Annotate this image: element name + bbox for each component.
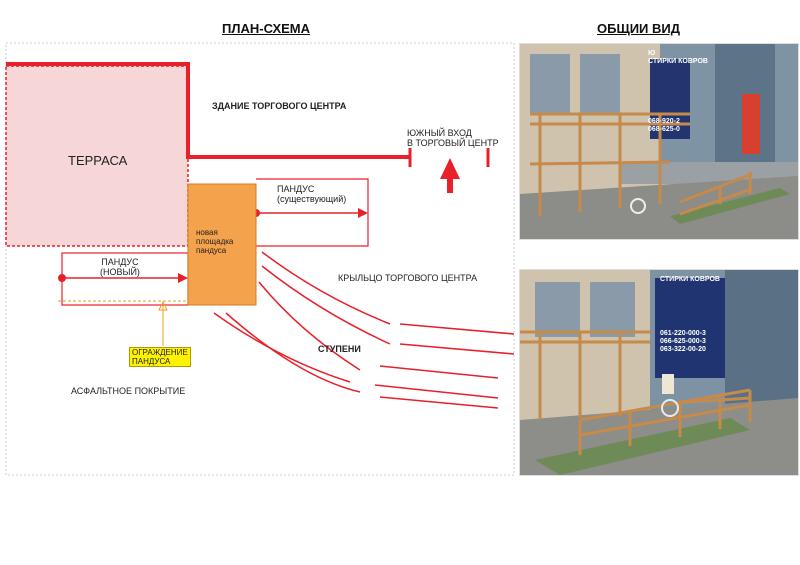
overview-photo-top: Ю СТИРКИ КОВРОВ 068-920-2 068-625-0 bbox=[519, 43, 799, 240]
top-sign-phone-2: 068-625-0 bbox=[648, 126, 680, 133]
terrace-label: ТЕРРАСА bbox=[68, 153, 128, 168]
platform-line-2: площадка bbox=[196, 237, 234, 246]
plan-frame bbox=[5, 42, 515, 476]
porch-label: КРЫЛЬЦО ТОРГОВОГО ЦЕНТРА bbox=[338, 273, 478, 283]
existing-ramp-line-1: ПАНДУС bbox=[277, 184, 315, 194]
mall-wall bbox=[6, 62, 410, 159]
existing-ramp-arrowhead bbox=[358, 208, 368, 218]
bottom-sign-phone-3: 063-322-00-20 bbox=[660, 346, 706, 353]
existing-ramp-outline bbox=[256, 178, 369, 247]
platform-line-1: новая bbox=[196, 228, 218, 237]
terrace-area bbox=[5, 65, 189, 247]
new-platform bbox=[187, 183, 257, 306]
existing-ramp-label: ПАНДУС (существующий) bbox=[277, 184, 346, 204]
bottom-sign-line-1: СТИРКИ КОВРОВ bbox=[660, 276, 720, 283]
new-platform-label: новая площадка пандуса bbox=[196, 228, 233, 255]
overview-heading: ОБЩИИ ВИД bbox=[597, 21, 680, 36]
new-ramp-arrowhead bbox=[178, 273, 188, 283]
existing-ramp-line-2: (существующий) bbox=[277, 194, 347, 204]
fence-tag-line-1: ОГРАЖДЕНИЕ bbox=[132, 348, 188, 357]
new-ramp-label: ПАНДУС (НОВЫЙ) bbox=[100, 257, 140, 277]
platform-line-3: пандуса bbox=[196, 246, 227, 255]
new-ramp-line-1: ПАНДУС bbox=[101, 257, 139, 267]
steps-lines bbox=[213, 251, 515, 409]
entrance-arrow-icon bbox=[440, 158, 460, 193]
south-entrance-line-2: В ТОРГОВЫЙ ЦЕНТР bbox=[407, 138, 499, 148]
new-ramp-start-dot bbox=[58, 274, 66, 282]
mall-building-label: ЗДАНИЕ ТОРГОВОГО ЦЕНТРА bbox=[212, 101, 347, 111]
photo-bottom-drawing bbox=[520, 270, 798, 475]
fence-callout-arrowhead bbox=[158, 300, 168, 311]
new-ramp-line-2: (НОВЫЙ) bbox=[100, 267, 140, 277]
bottom-photo-sign: СТИРКИ КОВРОВ 061-220-000-3 066-625-000-… bbox=[660, 276, 720, 354]
fence-tag-line-2: ПАНДУСА bbox=[132, 357, 171, 366]
steps-label: СТУПЕНИ bbox=[318, 344, 361, 354]
bottom-sign-phone-1: 061-220-000-3 bbox=[660, 330, 706, 337]
south-entrance-line-1: ЮЖНЫЙ ВХОД bbox=[407, 128, 472, 138]
overview-photo-bottom: СТИРКИ КОВРОВ 061-220-000-3 066-625-000-… bbox=[519, 269, 799, 476]
plan-heading: ПЛАН-СХЕМА bbox=[222, 21, 311, 36]
photo-top-drawing bbox=[520, 44, 798, 239]
site-plan bbox=[5, 42, 515, 476]
south-entrance-label: ЮЖНЫЙ ВХОД В ТОРГОВЫЙ ЦЕНТР bbox=[407, 128, 499, 148]
asphalt-label: АСФАЛЬТНОЕ ПОКРЫТИЕ bbox=[71, 386, 186, 396]
top-sign-line-2: СТИРКИ КОВРОВ bbox=[648, 58, 708, 65]
top-sign-phone-1: 068-920-2 bbox=[648, 118, 680, 125]
top-sign-line-1: Ю bbox=[648, 50, 656, 57]
bottom-sign-phone-2: 066-625-000-3 bbox=[660, 338, 706, 345]
top-photo-sign: Ю СТИРКИ КОВРОВ 068-920-2 068-625-0 bbox=[648, 50, 708, 134]
fence-tag: ОГРАЖДЕНИЕ ПАНДУСА bbox=[129, 347, 191, 367]
